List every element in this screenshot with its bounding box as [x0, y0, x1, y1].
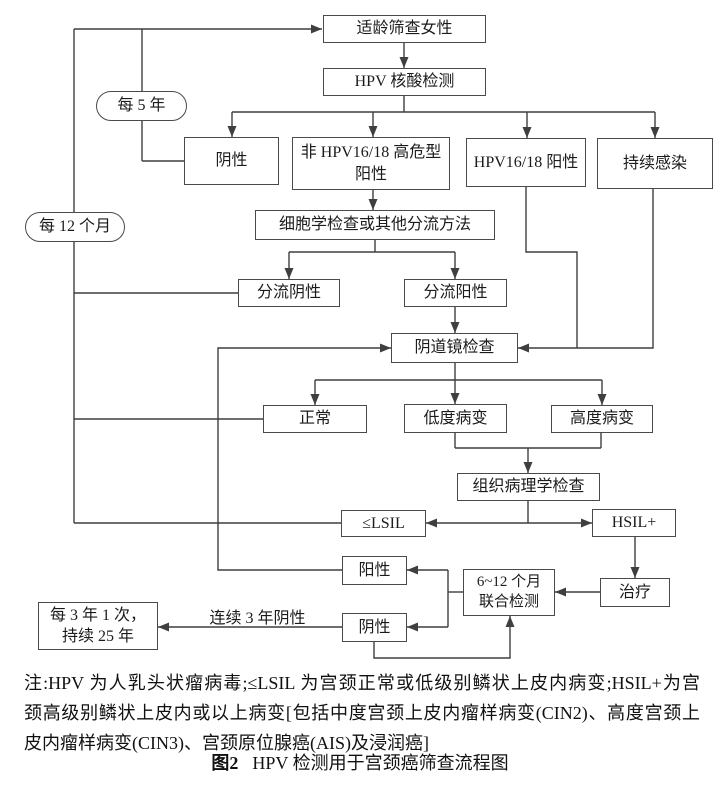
figure-note: 注:HPV 为人乳头状瘤病毒;≤LSIL 为宫颈正常或低级别鳞状上皮内病变;HS… — [24, 668, 700, 758]
note-line-1: 注:HPV 为人乳头状瘤病毒;≤LSIL 为宫颈正常或低级别鳞状上皮内病变;HS… — [24, 673, 700, 693]
node-cytology-or-other-triage: 细胞学检查或其他分流方法 — [255, 210, 495, 240]
note-line-2: 颈高级别鳞状上皮内或以上病变[包括中度宫颈上皮内瘤样病变(CIN2)、高度宫颈上 — [24, 703, 700, 723]
figure-caption-number: 图2 — [211, 753, 239, 773]
figure-caption: 图2 HPV 检测用于宫颈癌筛查流程图 — [0, 749, 720, 775]
node-every-3-years-25-years: 每 3 年 1 次， 持续 25 年 — [38, 602, 158, 650]
node-normal: 正常 — [263, 405, 367, 433]
node-triage-negative: 分流阴性 — [238, 279, 340, 307]
node-colposcopy: 阴道镜检查 — [391, 333, 518, 363]
node-hsil-plus: HSIL+ — [592, 509, 676, 537]
node-triage-positive: 分流阳性 — [404, 279, 507, 307]
node-hpv-nucleic-acid-test: HPV 核酸检测 — [323, 68, 486, 96]
node-negative-result: 阴性 — [342, 613, 407, 642]
node-non-hpv1618-high-risk-positive: 非 HPV16/18 高危型 阳性 — [292, 137, 450, 190]
edge-negative-repeat-cotest — [373, 616, 515, 659]
edge-persistent-to-colposcopy — [518, 189, 654, 353]
node-every-12-months: 每 12 个月 — [25, 212, 125, 242]
figure-caption-text: HPV 检测用于宫颈癌筛查流程图 — [252, 753, 509, 773]
edge-positive-to-colposcopy — [217, 343, 391, 571]
note-line-3: 皮内瘤样病变(CIN3)、宫颈原位腺癌(AIS)及浸润癌] — [24, 733, 429, 753]
node-persistent-infection: 持续感染 — [597, 138, 713, 189]
node-low-grade-lesion: 低度病变 — [404, 404, 507, 433]
node-high-grade-lesion: 高度病变 — [551, 405, 653, 433]
node-positive: 阳性 — [342, 556, 407, 585]
node-hpv1618-positive: HPV16/18 阳性 — [466, 138, 586, 187]
label-consecutive-3-years-negative: 连续 3 年阴性 — [209, 610, 306, 627]
node-every-5-years: 每 5 年 — [96, 91, 187, 121]
node-negative: 阴性 — [184, 137, 279, 185]
node-histopathology: 组织病理学检查 — [457, 473, 600, 501]
node-lsil-or-less: ≤LSIL — [341, 510, 426, 537]
node-cotest-6-12-months: 6~12 个月 联合检测 — [463, 569, 555, 616]
node-screening-women: 适龄筛查女性 — [323, 15, 486, 43]
node-treatment: 治疗 — [600, 578, 670, 607]
edge-hpv1618-to-colposcopy-join — [525, 187, 578, 348]
